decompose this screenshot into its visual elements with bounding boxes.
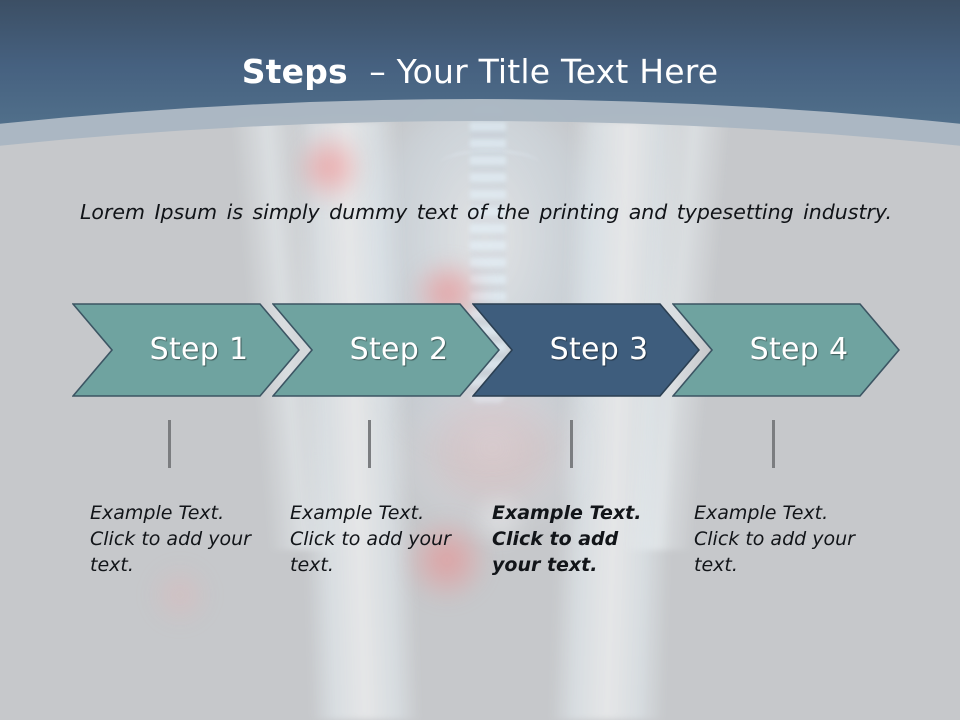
step-caption-2: Example Text. Click to add your text. — [290, 502, 451, 576]
step-caption-3: Example Text. Click to add your text. — [492, 502, 642, 576]
connector-tick-4 — [772, 420, 775, 468]
step-label-3: Step 3 — [549, 332, 649, 367]
header-arc-shape — [0, 0, 960, 146]
body-paragraph: Lorem Ipsum is simply dummy text of the … — [80, 200, 892, 224]
process-chevron-row: Step 1 Step 2 Step 3 Step 4 — [0, 303, 960, 397]
xray-rib — [440, 150, 540, 178]
xray-hotspot-knee — [298, 132, 360, 202]
connector-tick-1 — [168, 420, 171, 468]
step-label-1: Step 1 — [149, 332, 249, 367]
step-caption-4: Example Text. Click to add your text. — [694, 502, 855, 576]
page-title-rest: – Your Title Text Here — [347, 52, 719, 91]
xray-hotspot-ankle — [408, 520, 486, 600]
connector-tick-3 — [570, 420, 573, 468]
xray-hotspot-joint — [470, 490, 530, 550]
xray-hotspot-foot — [150, 560, 210, 630]
step-chevron-1[interactable]: Step 1 — [72, 303, 300, 397]
step-label-2: Step 2 — [349, 332, 449, 367]
xray-pelvis — [400, 380, 585, 530]
chevron-shape-1 — [72, 303, 300, 397]
chevron-shape-4 — [672, 303, 900, 397]
chevron-shape-3 — [472, 303, 700, 397]
step-chevron-3[interactable]: Step 3 — [472, 303, 700, 397]
page-title-bold: Steps — [241, 52, 348, 91]
step-chevron-2[interactable]: Step 2 — [272, 303, 500, 397]
header-fill — [0, 0, 960, 124]
connector-tick-2 — [368, 420, 371, 468]
step-chevron-4[interactable]: Step 4 — [672, 303, 900, 397]
chevron-shape-2 — [272, 303, 500, 397]
page-title: Steps – Your Title Text Here — [0, 52, 960, 92]
step-caption-1: Example Text. Click to add your text. — [90, 502, 251, 576]
slide-header-band: Steps – Your Title Text Here — [0, 0, 960, 180]
step-label-4: Step 4 — [749, 332, 849, 367]
